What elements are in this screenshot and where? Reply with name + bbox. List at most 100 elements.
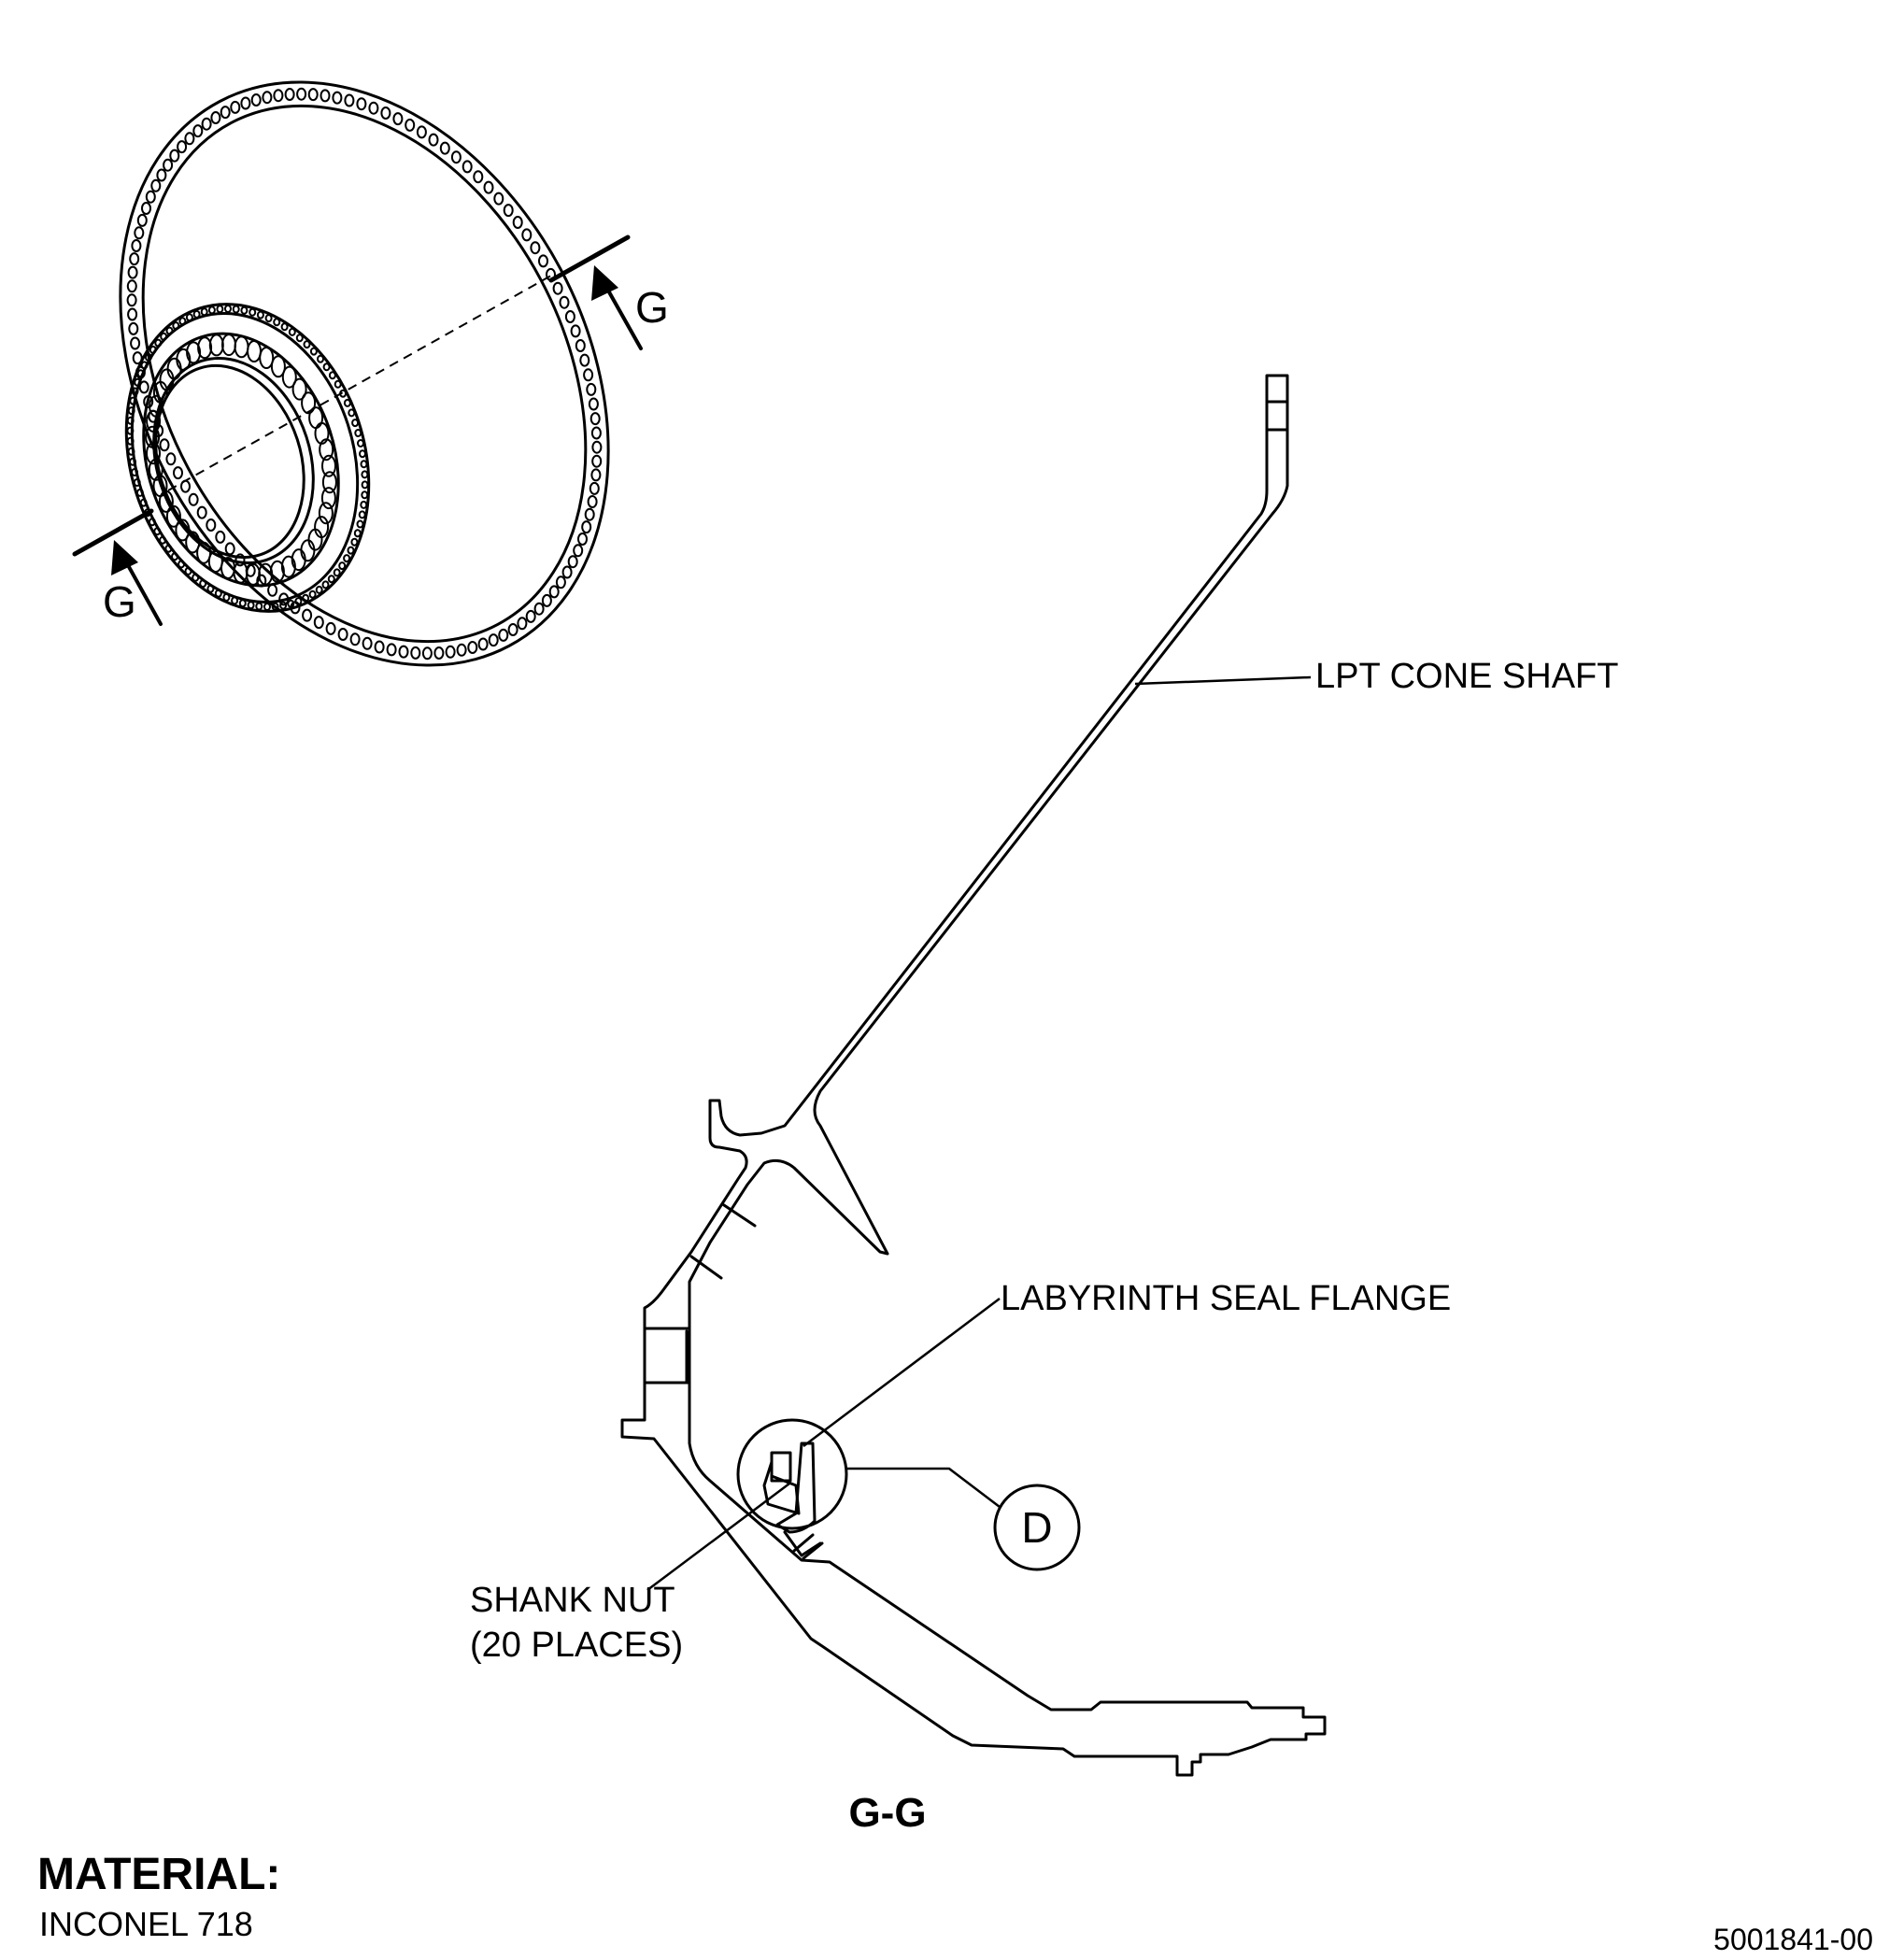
bolt-hole	[196, 541, 212, 564]
bolt-hole	[309, 347, 318, 356]
bolt-hole	[201, 117, 212, 131]
bolt-hole	[140, 361, 149, 370]
bolt-hole	[171, 552, 178, 561]
bolt-hole	[374, 640, 385, 654]
bolt-hole	[338, 561, 347, 571]
bolt-hole	[199, 579, 207, 589]
bolt-hole	[178, 560, 186, 569]
bolt-hole	[127, 406, 135, 416]
bolt-hole	[577, 533, 588, 546]
bolt-hole	[166, 357, 182, 380]
bolt-hole	[148, 518, 156, 527]
bolt-hole	[138, 380, 149, 394]
bolt-hole	[177, 140, 188, 154]
bolt-hole	[188, 492, 199, 506]
bolt-hole	[350, 537, 359, 547]
bolt-hole	[288, 327, 296, 336]
bolt-hole	[590, 468, 602, 482]
bolt-hole	[589, 481, 600, 495]
bolt-hole	[567, 555, 578, 569]
bolt-hole	[280, 555, 296, 578]
bolt-hole	[273, 89, 284, 103]
bolt-hole	[325, 621, 336, 635]
bolt-hole	[176, 348, 192, 371]
bolt-hole	[477, 637, 489, 651]
bolt-hole	[172, 321, 180, 331]
bolt-hole	[498, 628, 509, 642]
bolt-hole	[131, 239, 142, 252]
bolt-hole	[467, 641, 478, 654]
bolt-hole	[145, 190, 156, 204]
bolt-hole	[361, 490, 369, 500]
label-cone-shaft: LPT CONE SHAFT	[1315, 657, 1618, 696]
bolt-hole	[343, 398, 351, 407]
bolt-hole	[273, 318, 281, 327]
bolt-hole	[210, 111, 221, 124]
cone-shaft-profile	[620, 374, 1327, 1777]
bolt-hole	[163, 158, 174, 172]
bolt-hole	[186, 341, 202, 364]
document-number: 5001841-00	[1713, 1923, 1873, 1956]
cut-label-bottom: G	[103, 577, 136, 626]
bolt-hole	[222, 592, 231, 602]
bolt-hole	[130, 336, 141, 350]
bolt-hole	[141, 202, 151, 215]
bolt-hole	[216, 305, 224, 314]
bolt-hole	[240, 96, 251, 110]
bolt-hole	[224, 305, 232, 313]
bolt-hole	[360, 500, 368, 509]
bolt-hole	[512, 216, 523, 229]
bolt-hole	[588, 397, 599, 411]
bolt-hole	[301, 391, 317, 415]
bolt-hole	[456, 643, 467, 657]
bolt-hole	[185, 531, 201, 554]
bolt-hole	[328, 371, 336, 380]
bolt-hole	[308, 589, 317, 599]
bolt-hole	[206, 518, 217, 532]
bolt-hole	[354, 429, 362, 437]
bolt-hole	[129, 252, 140, 266]
section-cut-marker-bottom	[72, 508, 163, 626]
bolt-hole	[561, 565, 573, 579]
detail-bubble	[993, 1484, 1081, 1571]
bolt-hole	[178, 317, 187, 326]
bolt-hole	[575, 339, 586, 352]
bolt-hole	[583, 368, 594, 382]
bolt-hole	[303, 340, 311, 349]
bolt-hole	[173, 466, 183, 480]
bolt-hole	[263, 603, 271, 611]
bolt-hole	[398, 645, 409, 659]
bolt-hole	[197, 336, 213, 360]
section-view: LPT CONE SHAFT LABYRINTH SEAL FLANGE SHA…	[470, 374, 1618, 1836]
bolt-hole	[131, 468, 138, 476]
bolt-hole	[281, 365, 297, 389]
bolt-hole	[308, 406, 324, 430]
bolt-hole	[564, 310, 575, 323]
bolt-hole	[507, 623, 518, 636]
bolt-hole	[126, 416, 135, 425]
bolt-hole	[127, 307, 138, 321]
bolt-hole	[319, 438, 334, 462]
bolt-hole	[185, 313, 193, 322]
bolt-hole	[247, 601, 255, 610]
bolt-hole	[270, 355, 286, 378]
bolt-hole	[271, 602, 279, 611]
bolt-hole	[234, 335, 249, 359]
bolt-hole	[149, 394, 164, 418]
bolt-hole	[284, 88, 295, 101]
isometric-view: G G	[72, 80, 669, 667]
bolt-hole	[214, 589, 222, 598]
bolt-hole	[302, 593, 310, 603]
bolt-hole	[589, 412, 601, 426]
bolt-hole	[573, 544, 584, 558]
label-seal-flange: LABYRINTH SEAL FLANGE	[1001, 1279, 1451, 1318]
inner-hub	[124, 303, 371, 613]
bolt-hole	[361, 480, 369, 490]
bolt-hole	[165, 326, 174, 335]
bolt-hole	[134, 377, 142, 387]
bolt-hole	[175, 518, 191, 542]
bolt-hole	[139, 498, 148, 507]
bolt-hole	[591, 454, 603, 468]
bolt-hole	[579, 353, 590, 367]
bolt-hole	[295, 334, 304, 343]
